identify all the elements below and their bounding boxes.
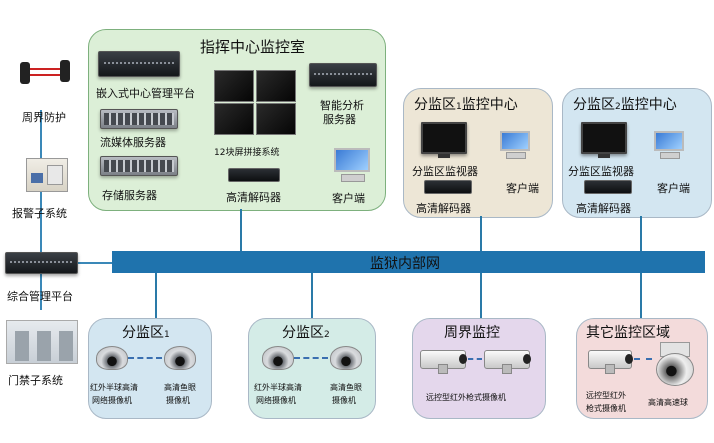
bullet-camera-icon (420, 350, 467, 374)
command-connector (240, 209, 242, 251)
zone2-cam2-label-2: 摄像机 (332, 396, 356, 405)
infrared-beam-icon (20, 60, 70, 84)
ptz-camera-icon (654, 342, 694, 386)
zone2-connector (311, 273, 313, 318)
zone1-title: 分监区1 (122, 325, 170, 341)
streaming-server-icon (100, 109, 178, 129)
camera-link (468, 358, 482, 360)
zone1-cam1-label-1: 红外半球高清 (90, 383, 138, 392)
alarm-label: 报警子系统 (12, 207, 67, 220)
command-title: 指挥中心监控室 (200, 38, 306, 56)
mgmt-label: 综合管理平台 (7, 290, 73, 303)
command-client-label: 客户端 (332, 192, 365, 205)
embedded-label: 嵌入式中心管理平台 (96, 87, 195, 100)
perimeter-zone-title: 周界监控 (444, 325, 500, 341)
zone2-cam2-label-1: 高清鱼眼 (330, 383, 362, 392)
network-label: 监狱内部网 (370, 256, 440, 272)
perimeter-label: 周界防护 (22, 111, 66, 124)
left-connector (40, 110, 42, 310)
videowall-label: 12块屏拼接系统 (214, 148, 280, 158)
camera-link (634, 358, 652, 360)
zone2-cam1-label-2: 网络摄像机 (256, 396, 296, 405)
client-pc-icon (334, 148, 370, 182)
embedded-platform-icon (98, 51, 180, 77)
decoder-icon (228, 168, 280, 182)
camera-link (294, 357, 328, 359)
video-wall-icon (214, 70, 296, 135)
client-pc-icon (500, 131, 530, 159)
zone1-cam2-label-1: 高清鱼眼 (164, 383, 196, 392)
analytics-label-2: 服务器 (323, 113, 356, 126)
sub1-connector (480, 216, 482, 251)
analytics-label-1: 智能分析 (320, 99, 364, 112)
storage-label: 存储服务器 (102, 189, 157, 202)
streaming-label: 流媒体服务器 (100, 136, 166, 149)
mgmt-connector (76, 262, 112, 264)
sub1-center-title: 分监区1监控中心 (414, 97, 518, 113)
bullet-camera-icon (484, 350, 531, 374)
turnstile-icon (6, 320, 78, 364)
server-icon (5, 252, 78, 274)
decoder-icon (584, 180, 632, 194)
zone1-cam1-label-2: 网络摄像机 (92, 396, 132, 405)
sub2-client-label: 客户端 (657, 182, 690, 195)
dome-camera-icon (262, 346, 294, 370)
bullet-camera-icon (588, 350, 633, 374)
storage-server-icon (100, 156, 178, 176)
dome-camera-icon (96, 346, 128, 370)
zone2-cam1-label-1: 红外半球高清 (254, 383, 302, 392)
sub2-monitor-label: 分监区监视器 (568, 165, 634, 178)
sub1-monitor-label: 分监区监视器 (412, 165, 478, 178)
monitor-icon (581, 122, 627, 158)
dome-camera-icon (164, 346, 196, 370)
other-connector (640, 273, 642, 318)
sub1-decoder-label: 高清解码器 (416, 202, 471, 215)
network-bar (112, 251, 705, 273)
other-cam1-label-2: 枪式摄像机 (586, 404, 626, 413)
sub2-connector (640, 216, 642, 251)
dome-camera-icon (330, 346, 362, 370)
access-label: 门禁子系统 (8, 374, 63, 387)
command-decoder-label: 高清解码器 (226, 191, 281, 204)
other-cam2-label: 高清高速球 (648, 398, 688, 407)
zone1-connector (155, 273, 157, 318)
zone1-cam2-label-2: 摄像机 (166, 396, 190, 405)
decoder-icon (424, 180, 472, 194)
sub2-center-title: 分监区2监控中心 (573, 97, 677, 113)
sub2-decoder-label: 高清解码器 (576, 202, 631, 215)
alarm-panel-icon (26, 158, 68, 192)
zone2-title: 分监区2 (282, 325, 330, 341)
client-pc-icon (654, 131, 684, 159)
perimeter-connector (480, 273, 482, 318)
analytics-server-icon (309, 63, 377, 87)
other-cam1-label-1: 远控型红外 (586, 391, 626, 400)
monitor-icon (421, 122, 467, 158)
other-zone-title: 其它监控区域 (586, 325, 670, 341)
camera-link (128, 357, 162, 359)
sub1-client-label: 客户端 (506, 182, 539, 195)
perimeter-cam-label: 远控型红外枪式摄像机 (426, 393, 506, 402)
